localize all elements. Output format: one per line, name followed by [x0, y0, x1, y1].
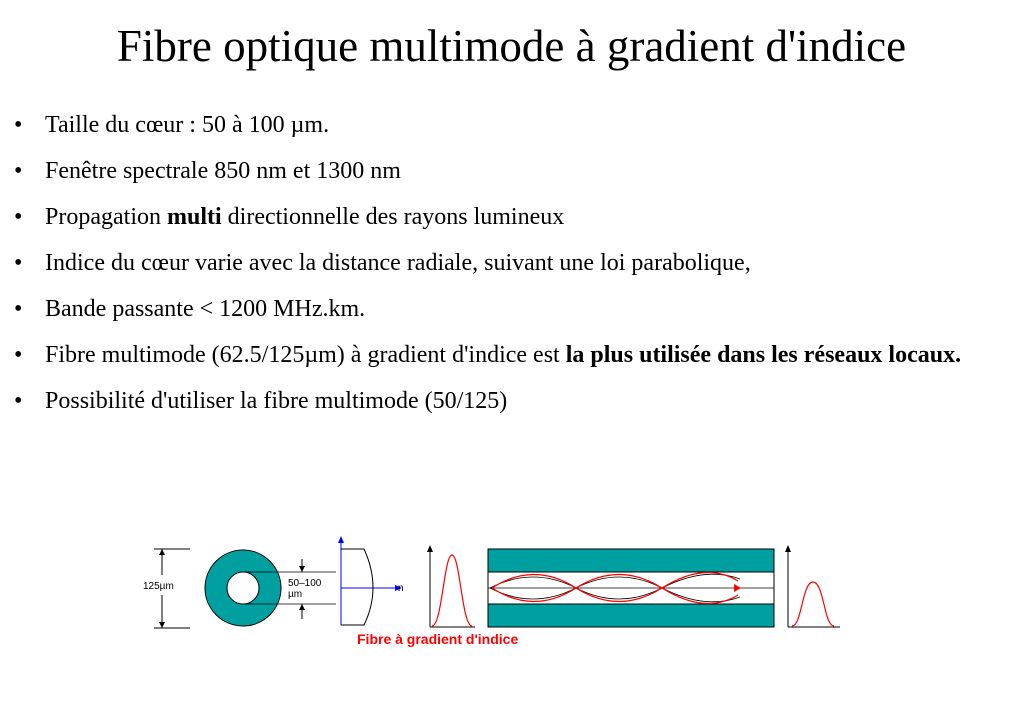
- bullet-item: • Indice du cœur varie avec la distance r…: [14, 248, 1004, 278]
- bullet-emphasis: la plus utilisée dans les réseaux locaux…: [565, 342, 962, 368]
- fiber-diagram: 125µm 50–100 µm n: [143, 536, 840, 629]
- bullet-emphasis: multi: [166, 204, 222, 230]
- bullet-marker: •: [14, 112, 23, 138]
- fiber-core: [226, 571, 260, 605]
- bullet-text: directionnelle des rayons lumineux: [221, 204, 565, 230]
- bullet-item: • Fibre multimode (62.5/125µm) à gradient…: [14, 340, 1004, 370]
- index-profile: [338, 536, 402, 626]
- bullet-item: • Propagation multi directionnelle des ra…: [14, 202, 1004, 232]
- bullet-item: • Bande passante < 1200 MHz.km.: [14, 294, 1004, 324]
- bullet-marker: •: [14, 204, 23, 230]
- bullet-marker: •: [14, 388, 23, 414]
- bullet-marker: •: [14, 342, 23, 368]
- bullet-text: Taille du cœur : 50 à 100 µm.: [45, 112, 330, 138]
- bullet-item: • Fenêtre spectrale 850 nm et 1300 nm: [14, 156, 1004, 186]
- bullet-text: Fenêtre spectrale 850 nm et 1300 nm: [45, 158, 401, 184]
- index-axis-label: n: [398, 583, 404, 594]
- bullet-text: Indice du cœur varie avec la distance ra…: [45, 250, 751, 276]
- core-dimension: [244, 559, 336, 619]
- slide-title: Fibre optique multimode à gradient d'ind…: [116, 21, 907, 71]
- bullet-marker: •: [14, 158, 23, 184]
- diagram-caption: Fibre à gradient d'indice: [357, 631, 519, 647]
- bullet-marker: •: [14, 296, 23, 322]
- bullet-text: Propagation: [45, 204, 167, 230]
- ray-path-lower: [491, 573, 739, 605]
- core-diameter-label: 50–100: [288, 578, 322, 589]
- bullet-text: Bande passante < 1200 MHz.km.: [45, 296, 366, 322]
- fiber-longitudinal: [487, 548, 775, 628]
- input-pulse-plot: [427, 545, 475, 628]
- core-diameter-unit: µm: [288, 589, 302, 600]
- bullet-list: • Taille du cœur : 50 à 100 µm. • Fenêtre s…: [14, 110, 1004, 432]
- bullet-text: Possibilité d'utiliser la fibre multimod…: [45, 388, 508, 414]
- ray-path-upper: [491, 571, 739, 603]
- bullet-text: Fibre multimode (62.5/125µm) à gradient …: [45, 342, 566, 368]
- cladding-dimension: [154, 548, 190, 629]
- output-pulse-plot: [785, 545, 840, 628]
- bullet-item: • Possibilité d'utiliser la fibre multimo…: [14, 386, 1004, 416]
- bullet-marker: •: [14, 250, 23, 276]
- cladding-diameter-label: 125µm: [143, 581, 174, 592]
- bullet-item: • Taille du cœur : 50 à 100 µm.: [14, 110, 1004, 140]
